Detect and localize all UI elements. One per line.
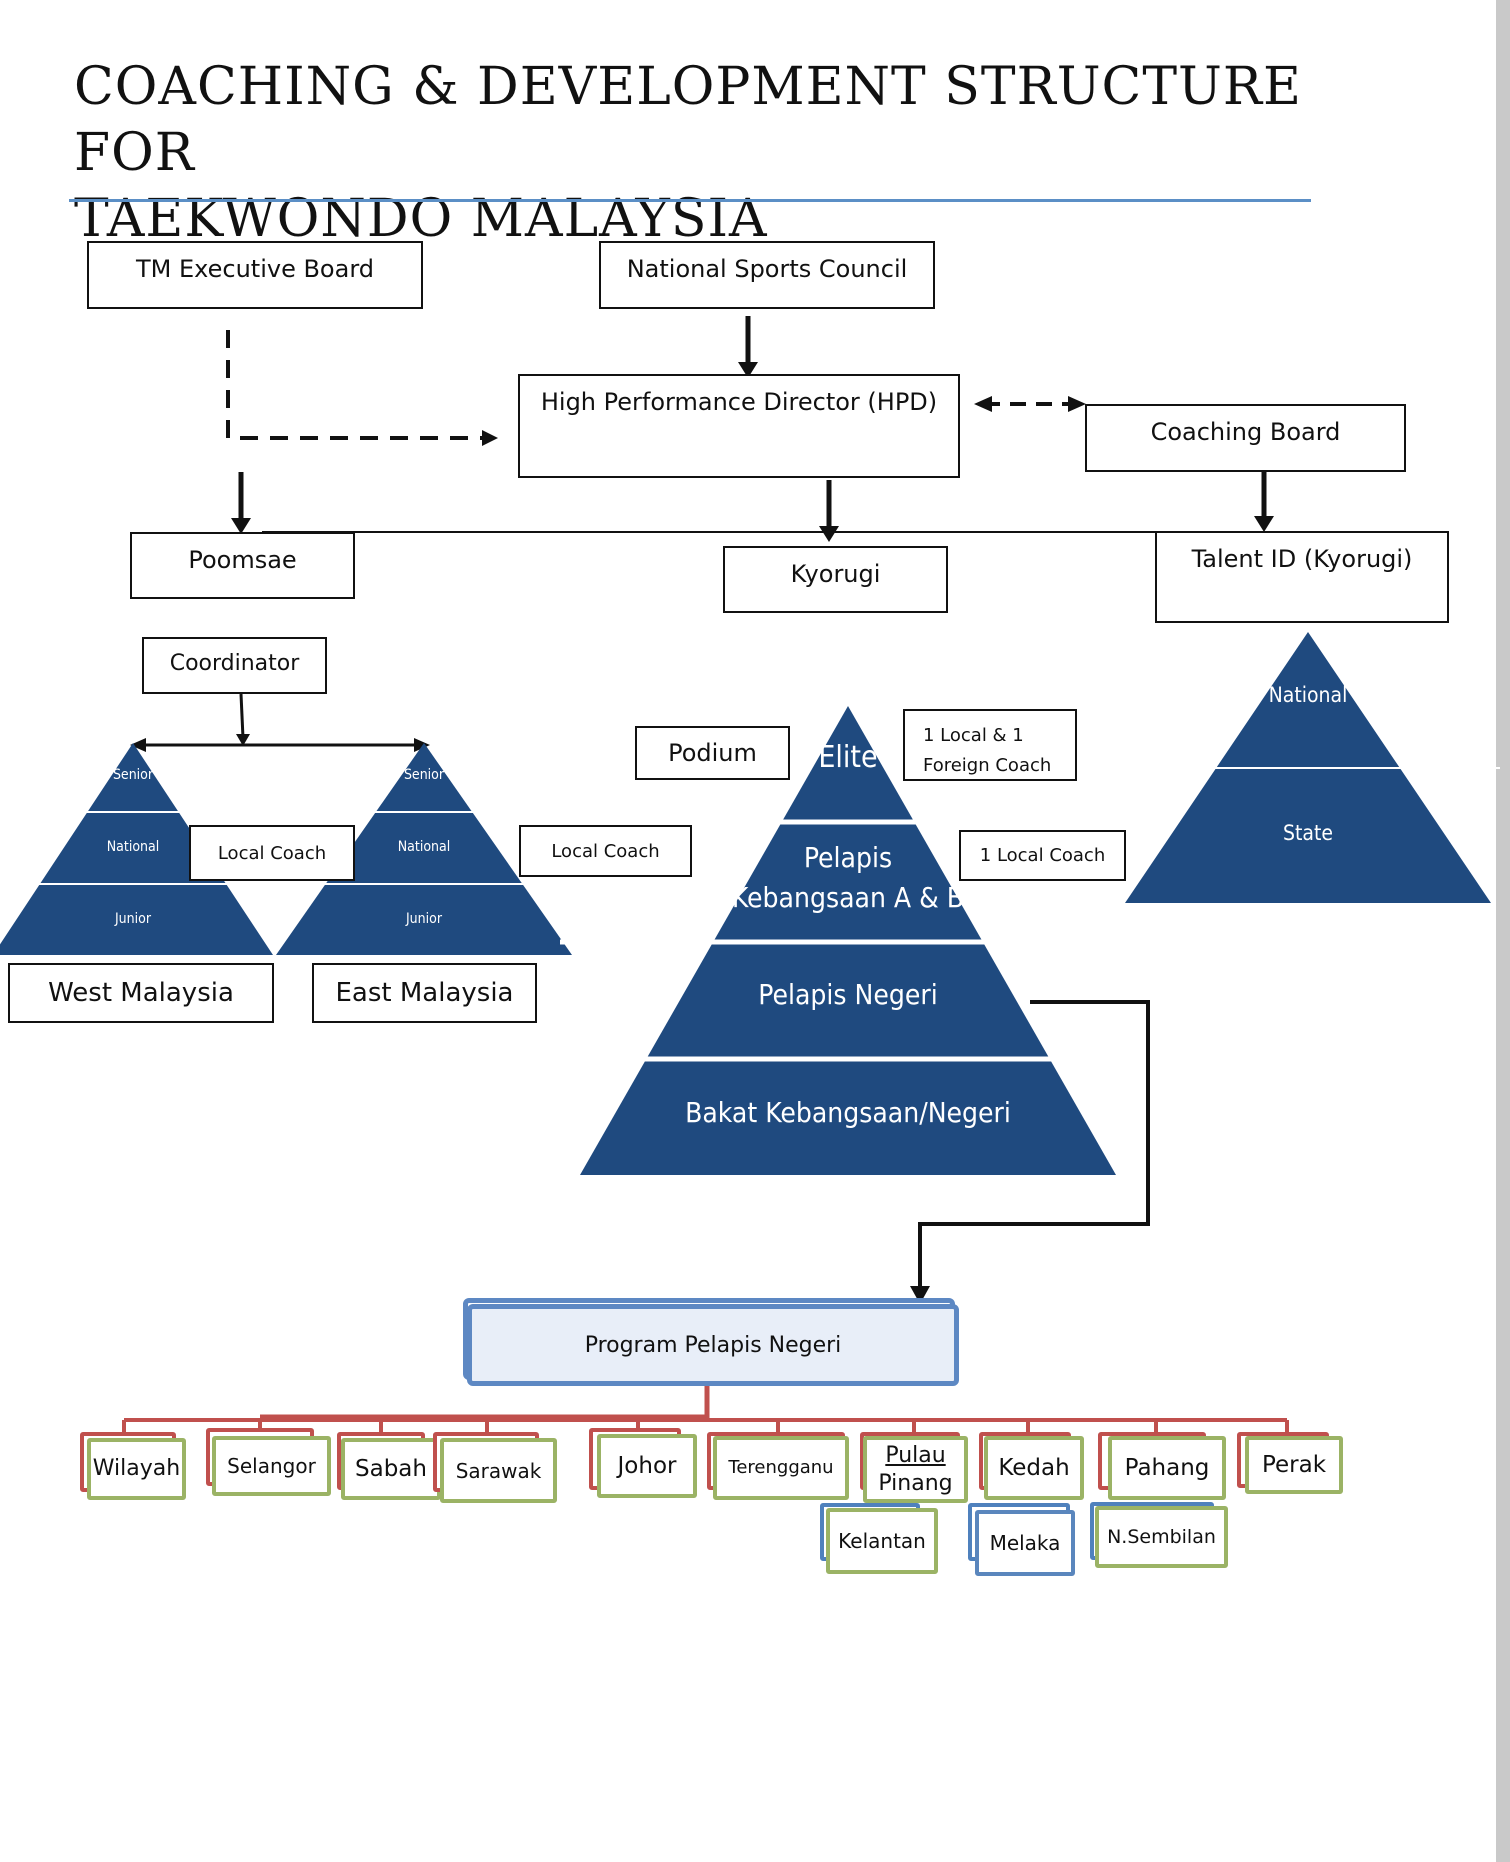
pelapis-negeri-connector <box>918 1000 1150 1290</box>
pelapis-kebangsaan-label: Pelapis Kebangsaan A & B <box>708 838 988 918</box>
dashed-arrowhead-right <box>1068 396 1086 412</box>
pelapis-kebangsaan-line-1: Pelapis <box>803 841 893 874</box>
dashed-arrowhead-left <box>974 396 992 412</box>
hpd-box: High Performance Director (HPD) <box>518 374 960 478</box>
poomsae-box: Poomsae <box>130 532 355 599</box>
east-senior-label: Senior <box>403 767 445 783</box>
pulau-pinang-line-1: Pulau <box>885 1442 946 1468</box>
state-tree-connectors <box>122 1386 1289 1432</box>
page-edge-shadow <box>1496 0 1510 1862</box>
west-junior-label: Junior <box>114 911 152 927</box>
west-pyramid <box>0 743 280 955</box>
tm-executive-board-box: TM Executive Board <box>87 241 423 309</box>
national-sports-council-box: National Sports Council <box>599 241 935 309</box>
pelapis-kebangsaan-line-2: Kebangsaan A & B <box>731 881 965 914</box>
east-pyramid <box>270 743 580 955</box>
state-perak: Perak <box>1245 1436 1343 1494</box>
state-melaka: Melaka <box>975 1510 1075 1576</box>
east-malaysia-box: East Malaysia <box>312 963 537 1023</box>
kyorugi-box: Kyorugi <box>723 546 948 613</box>
coordinator-connector <box>239 693 245 739</box>
state-sarawak: Sarawak <box>440 1438 557 1503</box>
state-wilayah: Wilayah <box>87 1438 186 1500</box>
state-johor: Johor <box>597 1434 697 1498</box>
state-selangor: Selangor <box>212 1436 331 1496</box>
elite-coaches-line-2: Foreign Coach <box>923 755 1052 776</box>
bakat-label: Bakat Kebangsaan/Negeri <box>685 1096 1011 1129</box>
dashed-arrowhead-hpd <box>482 430 498 446</box>
podium-box: Podium <box>635 726 790 780</box>
talent-id-box: Talent ID (Kyorugi) <box>1155 531 1449 623</box>
page-title-line-1: COACHING & DEVELOPMENT STRUCTURE FOR <box>74 57 1302 183</box>
elite-label: Elite <box>818 740 878 775</box>
talent-state-label: State <box>1282 821 1333 845</box>
state-kedah: Kedah <box>984 1436 1084 1500</box>
local-coach-box-east: Local Coach <box>519 825 692 877</box>
west-senior-label: Senior <box>112 767 154 783</box>
kyorugi-pyramid <box>560 706 1130 1175</box>
one-local-coach-box: 1 Local Coach <box>959 830 1126 881</box>
west-national-label: National <box>106 839 160 855</box>
talent-pyramid <box>1110 632 1500 903</box>
state-pahang: Pahang <box>1108 1436 1226 1500</box>
state-kelantan: Kelantan <box>826 1508 938 1574</box>
title-underline <box>69 199 1311 202</box>
state-terengganu: Terengganu <box>713 1436 849 1500</box>
east-national-label: National <box>397 839 451 855</box>
pelapis-negeri-label: Pelapis Negeri <box>758 978 938 1011</box>
state-pulau-pinang: Pulau Pinang <box>863 1436 968 1503</box>
elite-coaches-box: 1 Local & 1 Foreign Coach <box>903 709 1077 781</box>
local-coach-box-west: Local Coach <box>189 825 355 881</box>
state-n-sembilan: N.Sembilan <box>1095 1506 1228 1568</box>
program-pelapis-negeri-box: Program Pelapis Negeri <box>467 1304 959 1386</box>
coordinator-box: Coordinator <box>142 637 327 694</box>
talent-national-label: National <box>1268 683 1348 707</box>
pulau-pinang-line-2: Pinang <box>878 1470 953 1496</box>
state-sabah: Sabah <box>341 1438 441 1500</box>
east-junior-label: Junior <box>405 911 443 927</box>
elite-coaches-line-1: 1 Local & 1 <box>923 725 1024 746</box>
west-malaysia-box: West Malaysia <box>8 963 274 1023</box>
coaching-board-box: Coaching Board <box>1085 404 1406 472</box>
dashed-connector-board-hpd <box>226 330 494 440</box>
